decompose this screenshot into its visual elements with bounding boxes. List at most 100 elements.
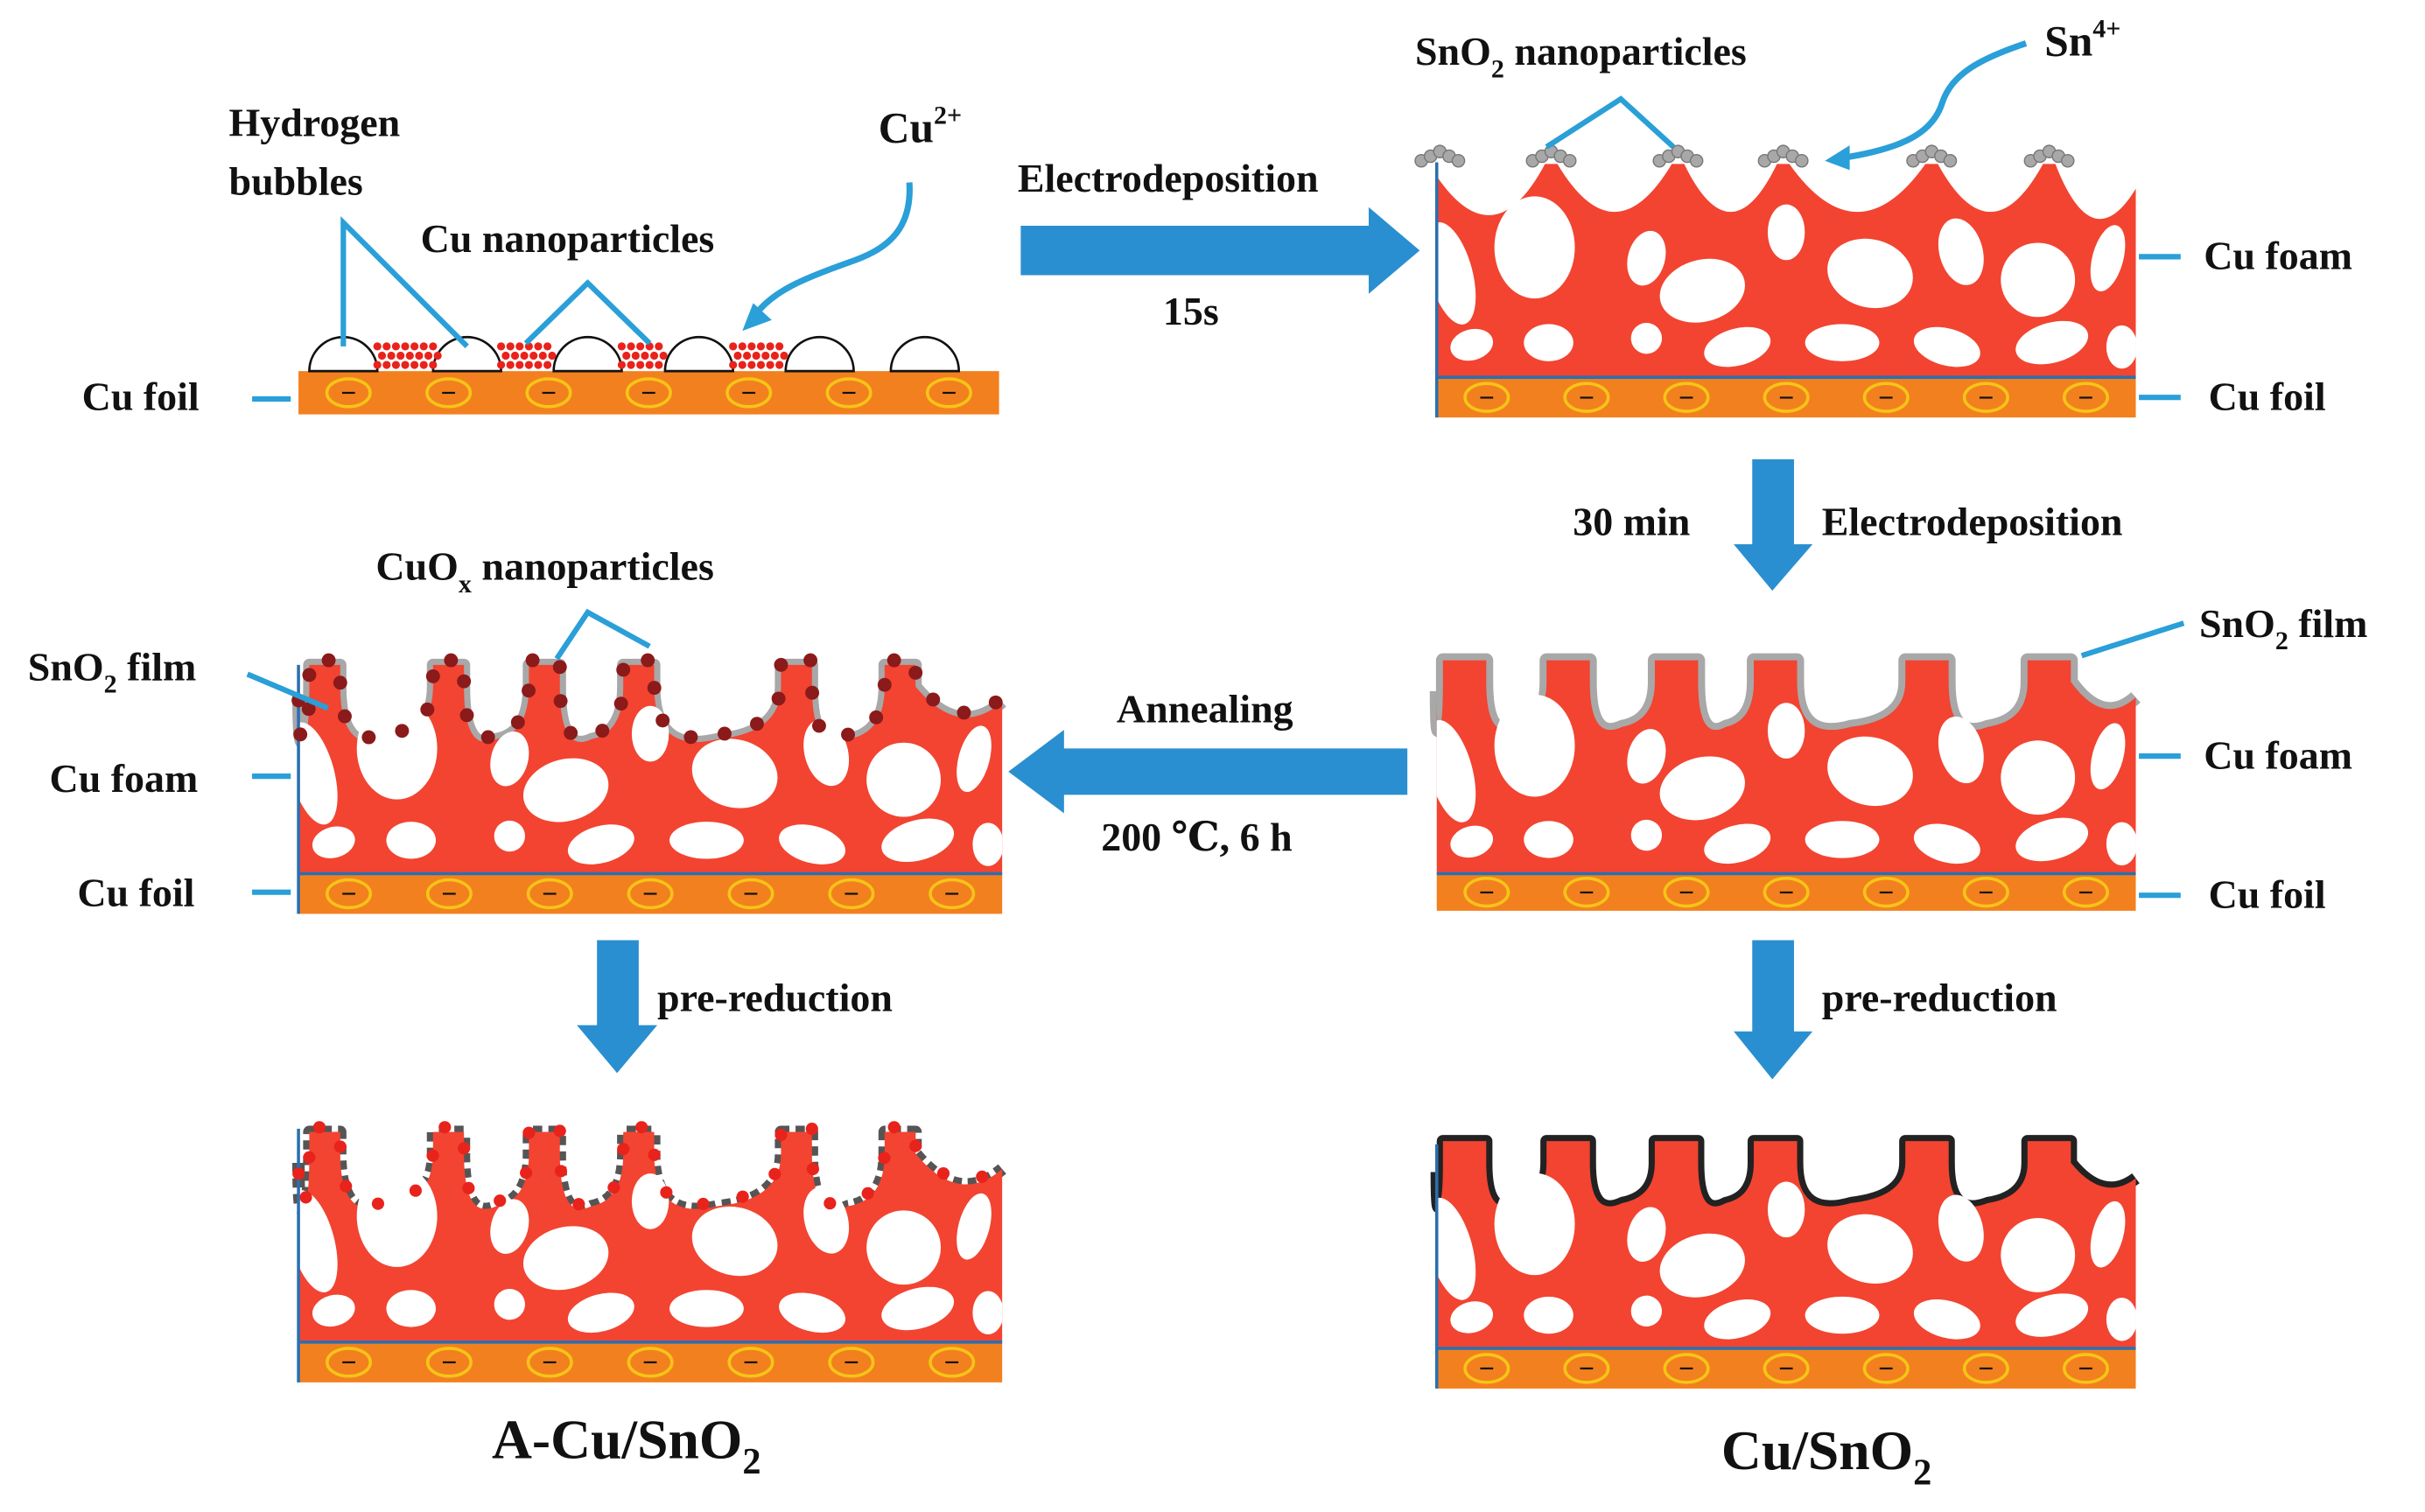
charge-minus: − — [1479, 382, 1495, 413]
foam-pore — [957, 1193, 992, 1260]
charge-minus: − — [542, 1347, 557, 1377]
charge-ring — [1563, 382, 1610, 413]
cu-nanoparticle — [529, 351, 538, 360]
foam-pore — [490, 732, 529, 787]
cuox-nanoparticle — [812, 718, 826, 733]
charge-ring — [1962, 876, 2009, 908]
charge-ring — [627, 878, 674, 910]
cu-foam-body — [298, 664, 1003, 874]
cu-nanoparticle — [426, 1149, 439, 1162]
foam-pore — [631, 1173, 669, 1229]
cuox-nanoparticle — [522, 683, 536, 698]
foam-pore — [298, 722, 338, 825]
hydrogen-bubbles-leader — [340, 216, 469, 349]
charge-minus: − — [1579, 1354, 1594, 1384]
charge-minus: − — [944, 1347, 960, 1377]
cu-nanoparticle — [729, 342, 738, 351]
down-arrow — [577, 940, 658, 1074]
cu-nanoparticle-clusters — [373, 342, 788, 369]
charge-minus: − — [641, 377, 656, 408]
charge-minus: − — [1679, 877, 1694, 907]
cuox-nanoparticle — [480, 730, 495, 745]
foam-pore — [803, 1186, 850, 1254]
cu-ion-arrowhead — [742, 303, 772, 332]
cu-nanoparticle — [878, 1152, 891, 1165]
foam-pore — [1827, 238, 1913, 309]
annealing-conditions-label: 200 ℃, 6 h — [1101, 815, 1292, 859]
charge-ring — [526, 1347, 573, 1378]
charge-minus: − — [743, 878, 759, 909]
hydrogen-bubble — [431, 335, 502, 373]
cuox-nanoparticle — [395, 724, 410, 738]
foam-pore — [1450, 1301, 1494, 1334]
foam-pore — [1704, 326, 1771, 368]
foam-pore — [490, 1199, 529, 1254]
foam-pore — [1827, 736, 1913, 807]
cu-foam-label: Cu foam — [2204, 732, 2352, 777]
foam-pores — [298, 696, 1003, 866]
charge-minus: − — [944, 878, 960, 909]
foam-pore — [386, 822, 437, 859]
cu-nanoparticle — [756, 360, 766, 369]
foam-pore — [866, 1210, 941, 1285]
foam-pore — [1494, 694, 1575, 797]
reduced-film-coating — [1430, 1135, 2140, 1214]
cu-nanoparticle — [738, 360, 746, 369]
cu-nanoparticle — [655, 342, 663, 351]
pre-reduction-label: pre-reduction — [657, 976, 893, 1020]
cu-nanoparticle — [524, 360, 533, 369]
foam-pore — [1450, 328, 1494, 361]
foam-pore — [803, 718, 850, 787]
charge-minus: − — [1778, 877, 1794, 907]
cu-nanoparticle — [631, 351, 640, 360]
cu-nanoparticle — [419, 342, 428, 351]
charge-minus: − — [2078, 382, 2093, 413]
cu-nanoparticle — [438, 1121, 452, 1134]
foam-pore — [1524, 324, 1573, 361]
cu-nanoparticle — [766, 342, 774, 351]
foam-pore — [1805, 324, 1880, 361]
sno2-nanoparticle — [1795, 154, 1809, 168]
foam-pore — [957, 725, 992, 793]
foam-pore — [1767, 703, 1805, 759]
charge-ring — [828, 1347, 875, 1378]
cu-nanoparticle — [429, 360, 438, 369]
charge-minus: − — [1878, 1354, 1894, 1384]
cu-nanoparticle — [733, 351, 742, 360]
foam-pore — [2015, 320, 2089, 365]
foam-pore — [1630, 1295, 1663, 1327]
step-pre-reduction-right: pre-reduction — [1734, 940, 2057, 1080]
foam-pore — [1938, 716, 1984, 784]
cu-nanoparticle — [752, 351, 760, 360]
sno2-nanoparticles — [1414, 144, 2075, 168]
charge-minus: − — [1579, 382, 1594, 413]
panel-cu-foam-sno2-film: −−−−−−− SnO2 film Cu foam Cu foil — [1429, 601, 2367, 916]
foam-pore — [691, 1206, 778, 1277]
charge-minus: − — [2078, 877, 2093, 907]
foam-pore — [691, 738, 778, 808]
sno2-film-leader — [246, 671, 329, 711]
foam-pore — [1767, 1181, 1805, 1238]
foam-pore — [1524, 821, 1573, 858]
charge-minus: − — [340, 377, 356, 408]
cu-nanoparticle — [976, 1170, 989, 1183]
cu-nanoparticle — [382, 360, 391, 369]
cu-nanoparticle — [635, 1121, 648, 1134]
cu-nanoparticle — [538, 351, 547, 360]
cu-nanoparticles-leader — [523, 279, 652, 346]
cu-nanoparticle — [627, 342, 635, 351]
cu-nanoparticle — [371, 1197, 385, 1210]
cu-foam-body — [1436, 164, 2136, 378]
panel-cu-sno2: −−−−−−− Cu/SnO2 — [1430, 1135, 2140, 1493]
cuox-nanoparticle — [647, 681, 662, 696]
step-pre-reduction-left: pre-reduction — [577, 940, 893, 1074]
cuox-nanoparticle — [683, 730, 698, 745]
foam-pore — [1630, 322, 1663, 354]
foam-pore — [1627, 1207, 1666, 1262]
cu-nanoparticle — [617, 360, 627, 369]
foam-pore — [1913, 1299, 1980, 1340]
charge-ring — [1663, 1353, 1710, 1384]
cu-nanoparticle — [377, 351, 387, 360]
foam-pore — [567, 824, 634, 864]
